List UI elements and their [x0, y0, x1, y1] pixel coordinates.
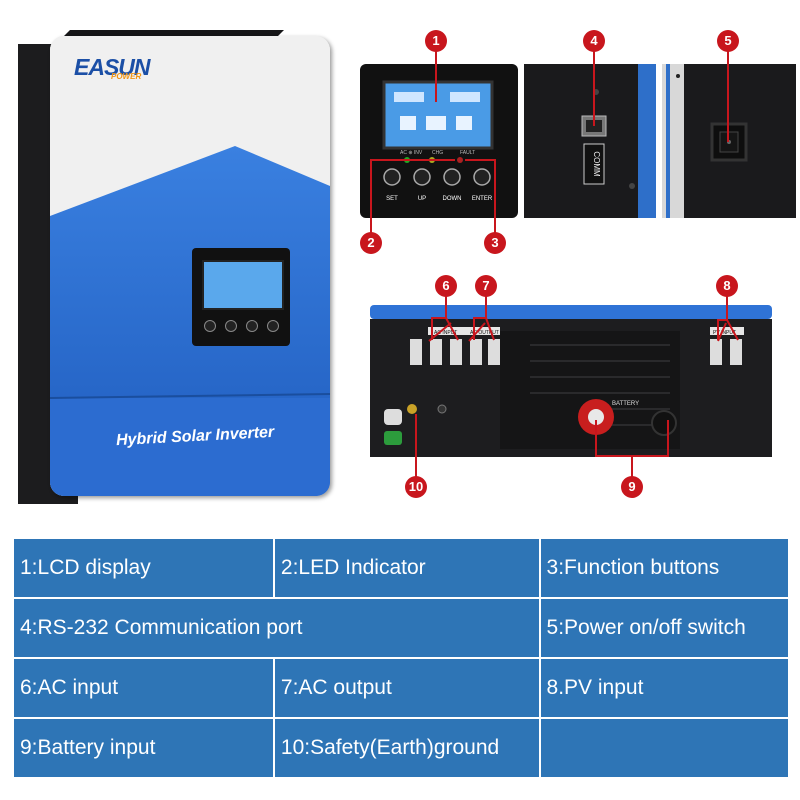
- table-row: 6:AC input 7:AC output 8.PV input: [12, 657, 791, 719]
- bottom-view-photo: AC INPUT AC OUTPUT PV INPUT BATTERY: [370, 305, 772, 457]
- comm-label: COMM: [592, 151, 601, 177]
- table-row: 4:RS-232 Communication port 5:Power on/o…: [12, 597, 791, 659]
- led-label-fault: FAULT: [460, 150, 475, 156]
- led-label-chg: CHG: [432, 150, 443, 156]
- component-legend-table: 1:LCD display 2:LED Indicator 3:Function…: [12, 537, 791, 779]
- front-button[interactable]: [225, 320, 237, 332]
- table-cell: [538, 717, 791, 779]
- table-cell: 8.PV input: [538, 657, 791, 719]
- table-cell: 7:AC output: [272, 657, 541, 719]
- front-lcd-screen: [202, 260, 284, 310]
- marker-4: 4: [583, 30, 605, 52]
- table-cell: 2:LED Indicator: [272, 537, 541, 599]
- front-button[interactable]: [246, 320, 258, 332]
- marker-9: 9: [621, 476, 643, 498]
- pv-input-port-label: PV INPUT: [713, 330, 736, 336]
- enter-button-label: ENTER: [472, 196, 493, 202]
- table-cell: 1:LCD display: [12, 537, 275, 599]
- callout-lines: [370, 50, 739, 478]
- ac-output-port-label: AC OUTPUT: [470, 330, 499, 336]
- table-cell: 3:Function buttons: [538, 537, 791, 599]
- ac-input-port-label: AC INPUT: [434, 330, 457, 336]
- marker-7: 7: [475, 275, 497, 297]
- brand-logo: EASUN: [74, 54, 151, 80]
- down-button-label: DOWN: [443, 196, 462, 202]
- inverter-front: EASUN POWER Hybrid Solar Inverter: [50, 36, 330, 496]
- battery-port-label: BATTERY: [612, 401, 639, 407]
- table-cell: 6:AC input: [12, 657, 275, 719]
- brand-logo-sub: POWER: [111, 72, 142, 81]
- lcd-detail-graphic: SET UP DOWN ENTER AC ⊕ INV CHG FAULT: [382, 80, 494, 202]
- marker-8: 8: [716, 275, 738, 297]
- front-control-panel: [192, 248, 290, 346]
- marker-6: 6: [435, 275, 457, 297]
- lcd-detail-photo: SET UP DOWN ENTER AC ⊕ INV CHG FAULT: [360, 64, 518, 218]
- front-button[interactable]: [204, 320, 216, 332]
- marker-3: 3: [484, 232, 506, 254]
- set-button-label: SET: [386, 196, 398, 202]
- marker-2: 2: [360, 232, 382, 254]
- table-cell: 5:Power on/off switch: [538, 597, 791, 659]
- up-button-label: UP: [418, 196, 426, 202]
- table-row: 1:LCD display 2:LED Indicator 3:Function…: [12, 537, 791, 599]
- bottom-view-graphic: AC INPUT AC OUTPUT PV INPUT BATTERY: [370, 305, 772, 457]
- marker-5: 5: [717, 30, 739, 52]
- led-label-ac-inv: AC ⊕ INV: [400, 150, 423, 156]
- table-cell: 4:RS-232 Communication port: [12, 597, 541, 659]
- table-cell: 9:Battery input: [12, 717, 275, 779]
- table-row: 9:Battery input 10:Safety(Earth)ground: [12, 717, 791, 779]
- front-button[interactable]: [267, 320, 279, 332]
- marker-10: 10: [405, 476, 427, 498]
- marker-1: 1: [425, 30, 447, 52]
- table-cell: 10:Safety(Earth)ground: [272, 717, 541, 779]
